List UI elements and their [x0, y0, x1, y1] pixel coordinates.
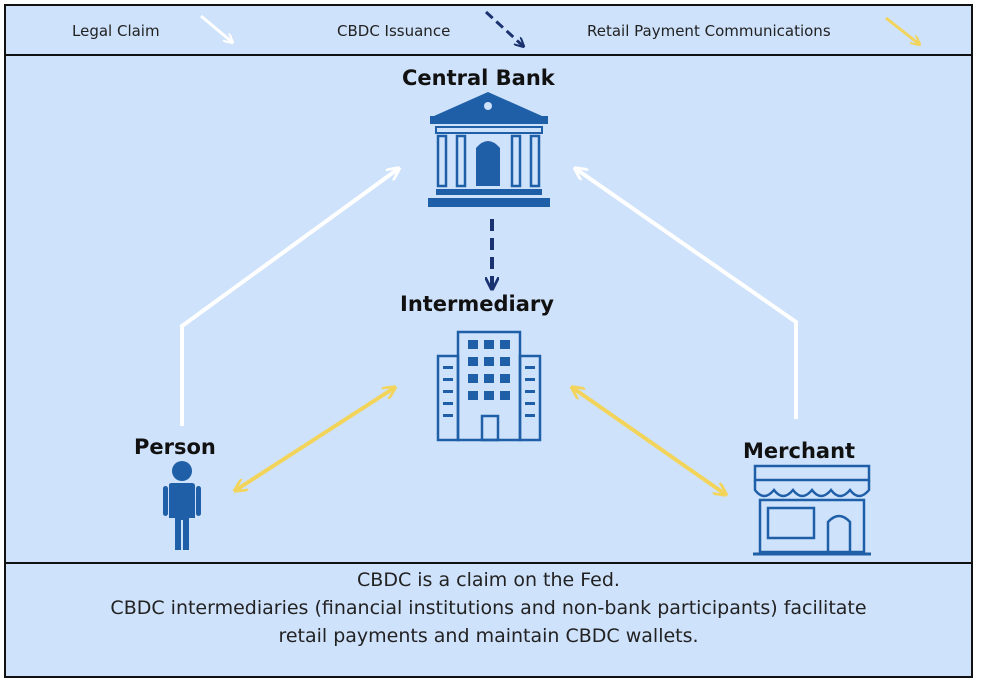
diagram-graphics — [163, 10, 971, 556]
caption-line-3: retail payments and maintain CBDC wallet… — [278, 625, 699, 647]
merchant-label: Merchant — [743, 439, 856, 463]
legend-cbdc-issuance-arrow — [484, 10, 523, 46]
person-label: Person — [134, 435, 216, 459]
person-icon — [163, 461, 201, 550]
legend: Legal Claim CBDC Issuance Retail Payment… — [6, 6, 971, 56]
central-bank-label: Central Bank — [402, 66, 555, 90]
caption-line-2: CBDC intermediaries (financial instituti… — [110, 597, 867, 619]
caption: CBDC is a claim on the Fed. CBDC interme… — [6, 566, 971, 650]
diagram-frame: Legal Claim CBDC Issuance Retail Payment… — [4, 4, 973, 678]
legend-retail-payment-arrow — [885, 16, 919, 44]
legal-claim-arrow-person — [180, 169, 398, 426]
retail-payment-arrow-person — [236, 388, 394, 490]
legend-legal-claim-arrow — [200, 14, 232, 42]
office-building-icon — [436, 330, 542, 442]
bank-building-icon — [428, 92, 550, 207]
caption-line-1: CBDC is a claim on the Fed. — [357, 569, 620, 591]
storefront-icon — [753, 464, 871, 556]
intermediary-label: Intermediary — [400, 292, 554, 316]
legal-claim-arrow-merchant — [576, 169, 798, 419]
diagram-area — [6, 56, 971, 564]
retail-payment-arrow-merchant — [573, 388, 725, 494]
legend-legal-claim-label: Legal Claim — [72, 22, 160, 40]
legend-cbdc-issuance-label: CBDC Issuance — [337, 22, 451, 40]
legend-retail-payment-label: Retail Payment Communications — [587, 22, 831, 40]
